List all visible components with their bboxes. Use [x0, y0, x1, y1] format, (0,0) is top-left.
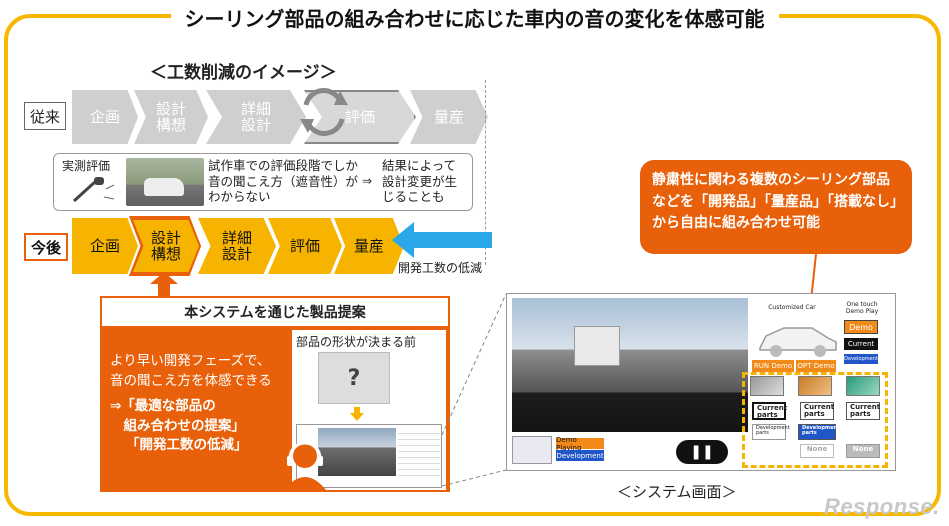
development-mode-label[interactable]: Development — [556, 450, 604, 461]
mini-ui-panel — [398, 428, 440, 476]
run-demo-button[interactable]: RUN Demo — [752, 360, 794, 372]
callout-line-2: などを「開発品」「量産品」「搭載なし」 — [652, 193, 904, 210]
up-arrow-icon — [150, 272, 178, 298]
proposal-line-3: ⇒「最適な部品の — [110, 398, 216, 415]
page-title: シーリング部品の組み合わせに応じた車内の音の変化を体感可能 — [0, 3, 949, 32]
parts-selection-area — [742, 372, 888, 468]
old-step-production: 量産 — [410, 90, 488, 144]
current-button[interactable]: Current — [844, 338, 878, 350]
mini-road-view — [318, 428, 396, 476]
zoom-connector — [441, 293, 507, 487]
part-image-2 — [798, 376, 832, 396]
rework-cycle-icon — [300, 88, 348, 136]
response-logo: Response. — [824, 494, 940, 519]
part-3-none-button[interactable]: None — [846, 444, 880, 458]
part-3-current-button[interactable]: Current parts — [846, 402, 880, 420]
measurement-note-result: 結果によって設計変更が生じることも — [382, 158, 458, 205]
part-image-1 — [750, 376, 784, 396]
measurement-note-text: 試作車での評価段階でしか音の聞こえ方（遮音性）がわからない — [208, 158, 359, 205]
old-step-detail: 詳細 設計 — [206, 90, 306, 144]
system-screen-caption: ＜システム画面＞ — [617, 483, 737, 501]
pause-button[interactable]: ❚❚ — [676, 440, 728, 464]
divider-line — [485, 80, 486, 265]
old-flow-label: 従来 — [24, 102, 66, 130]
down-arrow-icon — [350, 407, 364, 421]
demo-playing-label: Demo Playing — [556, 436, 604, 452]
reduction-label: 開発工数の低減 — [398, 261, 483, 275]
car-outline-icon — [759, 327, 837, 357]
proposal-line-4: 組み合わせの提案」 — [110, 417, 245, 434]
customized-car-label: Customized Car — [768, 304, 816, 311]
part-image-3 — [846, 376, 880, 396]
callout-line-1: 静粛性に関わる複数のシーリング部品 — [652, 172, 890, 188]
part-1-current-button[interactable]: Current parts — [752, 402, 787, 420]
old-step-concept: 設計 構想 — [134, 90, 208, 144]
new-step-planning: 企画 — [72, 218, 138, 274]
test-car-photo — [126, 158, 204, 206]
unknown-shape-image: ? — [318, 352, 390, 404]
proposal-line-5: 「開発工数の低減」 — [126, 437, 248, 454]
part-2-none-button[interactable]: None — [800, 444, 834, 458]
part-2-current-button[interactable]: Current parts — [800, 402, 834, 420]
part-2-development-button[interactable]: Development parts — [798, 424, 839, 440]
microphone-icon — [72, 177, 115, 203]
demo-button[interactable]: Demo — [844, 320, 878, 334]
measurement-label: 実測評価 — [62, 159, 111, 173]
reduction-arrow-icon — [392, 222, 492, 258]
new-flow-label: 今後 — [24, 233, 68, 261]
callout-box: 静粛性に関わる複数のシーリング部品 などを「開発品」「量産品」「搭載なし」 から… — [640, 160, 912, 254]
new-step-concept: 設計 構想 — [133, 220, 199, 272]
part-1-development-button[interactable]: Development parts — [752, 424, 790, 440]
measurement-note-box — [53, 153, 473, 211]
proposal-text: より早い開発フェーズで、 音の聞こえ方を体感できる ⇒「最適な部品の 組み合わせ… — [110, 352, 290, 456]
one-touch-label: One touch Demo Play — [845, 301, 879, 315]
road-video — [512, 298, 748, 432]
headset-user-icon — [284, 441, 326, 490]
proposal-line-2: 音の聞こえ方を体感できる — [110, 372, 272, 389]
truck-image — [574, 326, 620, 366]
new-step-detail: 詳細 設計 — [198, 218, 276, 274]
opt-demo-button[interactable]: OPT Demo — [796, 360, 836, 372]
development-button[interactable]: Development — [844, 354, 878, 364]
before-shape-label: 部品の形状が決まる前 — [296, 335, 417, 349]
subtitle: ＜工数削減のイメージ＞ — [150, 63, 337, 83]
proposal-heading: 本システムを通じた製品提案 — [102, 298, 448, 326]
callout-line-3: から自由に組み合わせ可能 — [652, 215, 820, 232]
new-step-evaluation: 評価 — [268, 218, 342, 274]
thumb-preview — [512, 436, 552, 464]
proposal-line-1: より早い開発フェーズで、 — [110, 353, 271, 369]
old-step-planning: 企画 — [72, 90, 138, 144]
new-step-production: 量産 — [334, 218, 404, 274]
note-arrow: ⇒ — [362, 174, 373, 188]
